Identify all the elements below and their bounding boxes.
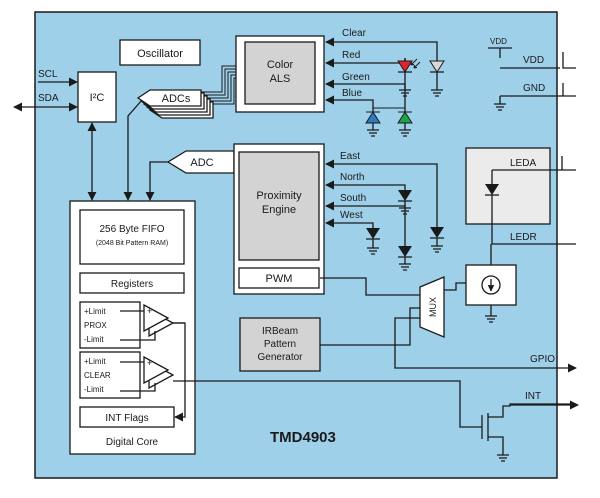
pin-ledr-label: LEDR [510, 232, 537, 243]
channel-green-label: Green [342, 72, 370, 83]
adc-core-wire [145, 161, 168, 201]
int-flags-label: INT Flags [105, 413, 148, 424]
south-photodiode [398, 246, 412, 271]
clear-label: CLEAR [84, 371, 111, 380]
blue-photodiode [365, 111, 381, 137]
pin-gpio-label: GPIO [530, 354, 555, 365]
color-als-label-2: ALS [270, 73, 291, 85]
registers-block [79, 272, 185, 294]
int-control-wire [173, 380, 482, 428]
channel-clear-wire [325, 37, 438, 55]
adc-block [166, 150, 235, 174]
clear-photodiode [429, 55, 445, 97]
vdd-rail-label: VDD [490, 37, 507, 46]
pin-leda-label: LEDA [510, 158, 536, 169]
channel-red-label: Red [342, 50, 360, 61]
led-area [465, 147, 551, 225]
clear-upper-limit: +Limit [84, 357, 106, 366]
adcs-bus-lines [201, 65, 237, 105]
north-photodiode [398, 190, 412, 215]
color-als-block [244, 41, 316, 105]
east-photodiode [430, 227, 444, 253]
pwm-label: PWM [266, 273, 293, 285]
green-photodiode [397, 111, 413, 137]
channel-blue-label: Blue [342, 88, 362, 99]
prox-comparator-box [79, 301, 141, 349]
i2c-label: I²C [90, 92, 105, 104]
irbeam-block [239, 317, 321, 372]
proximity-engine-label-1: Proximity [256, 190, 302, 202]
irbeam-label-2: Pattern [264, 339, 296, 350]
prox-lower-limit: -Limit [84, 335, 104, 344]
prox-label: PROX [84, 321, 107, 330]
west-photodiode [366, 228, 380, 255]
digital-core-label: Digital Core [106, 437, 159, 448]
mux-label: MUX [428, 297, 438, 317]
irbeam-label-3: Generator [257, 352, 303, 363]
adcs-core-wire [123, 99, 143, 201]
ledr-wire [491, 195, 576, 245]
comparators-int-wire [173, 322, 186, 422]
oscillator-block [119, 39, 201, 66]
irbeam-mux-wire [320, 307, 420, 346]
red-photodiode [397, 58, 421, 97]
svg-text:+: + [147, 306, 152, 316]
pwm-mux-wire [320, 277, 420, 296]
pin-sda-label: SDA [38, 93, 59, 104]
prox-upper-limit: +Limit [84, 307, 106, 316]
mux-block [419, 276, 445, 338]
pin-gnd-label: GND [523, 83, 545, 94]
chip-name: TMD4903 [270, 429, 336, 446]
leda-wire [491, 156, 576, 184]
clear-comparator: + [120, 355, 175, 392]
channel-clear-label: Clear [342, 28, 367, 39]
channel-west-label: West [340, 210, 363, 221]
prox-comparator: + [120, 303, 185, 341]
registers-label: Registers [111, 279, 153, 290]
channel-west-wire [325, 218, 374, 228]
pin-scl-label: SCL [38, 69, 58, 80]
pin-vdd-label: VDD [523, 55, 544, 66]
mux-sink-wire [444, 282, 466, 291]
channel-east-label: East [340, 151, 360, 162]
pwm-block [238, 267, 320, 289]
int-output-transistor [481, 403, 576, 462]
oscillator-label: Oscillator [137, 48, 183, 60]
i2c-block [77, 71, 117, 123]
irbeam-label-1: IRBeam [262, 326, 298, 337]
proximity-engine-block [238, 151, 320, 261]
clear-comparator-box [79, 351, 141, 399]
fifo-label: 256 Byte FIFO [99, 224, 164, 235]
adc-label: ADC [190, 157, 213, 169]
channel-east-wire [325, 159, 438, 227]
vdd-rail-symbol [488, 47, 512, 58]
fifo-block [79, 209, 185, 265]
proximity-engine-label-2: Engine [262, 204, 296, 216]
channel-south-label: South [340, 193, 366, 204]
mux-gpio-wire [394, 317, 577, 373]
channel-north-wire [325, 180, 406, 190]
adcs-label: ADCs [162, 93, 191, 105]
int-flags-block [79, 406, 175, 428]
channel-north-label: North [340, 172, 364, 183]
gnd-wire [499, 83, 576, 104]
color-als-label-1: Color [267, 59, 294, 71]
svg-text:+: + [147, 358, 152, 368]
pin-int-label: INT [525, 391, 541, 402]
fifo-sublabel: (2048 Bit Pattern RAM) [96, 240, 168, 247]
adcs-block [136, 89, 214, 119]
vdd-wire [500, 52, 576, 69]
clear-lower-limit: -Limit [84, 385, 104, 394]
